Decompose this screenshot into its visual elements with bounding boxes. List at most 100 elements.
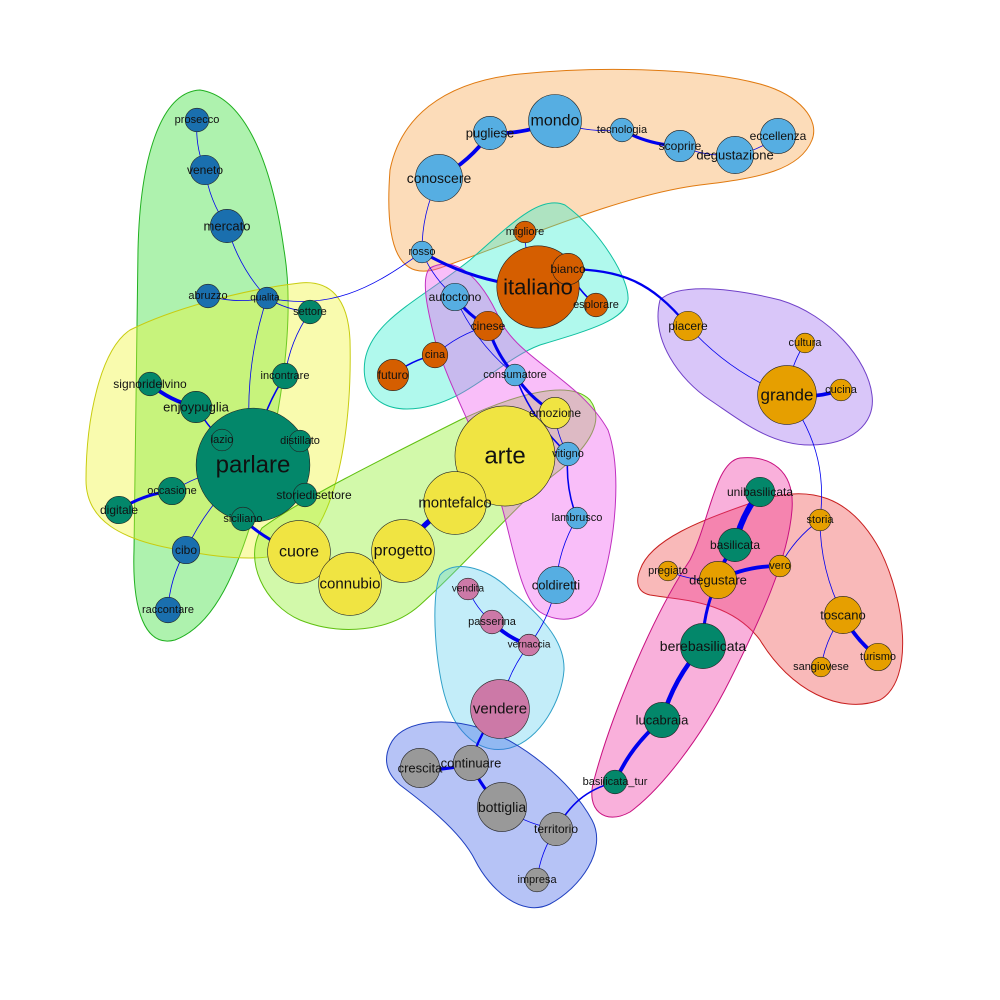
node-tecnologia[interactable]	[609, 117, 635, 143]
node-futuro[interactable]	[376, 358, 410, 392]
node-conoscere[interactable]	[415, 154, 463, 202]
node-cinese[interactable]	[472, 310, 504, 342]
node-label-turismo: turismo	[860, 651, 896, 663]
node-rosso[interactable]	[410, 240, 434, 264]
node-progetto[interactable]	[371, 519, 435, 583]
node-arte[interactable]	[454, 405, 556, 507]
node-coldiretti[interactable]	[537, 566, 575, 604]
node-digitale[interactable]	[104, 495, 134, 525]
node-piacere[interactable]	[672, 310, 704, 342]
node-signoridelvino[interactable]	[137, 371, 163, 397]
node-vero[interactable]	[768, 554, 792, 578]
node-storiedisettore[interactable]	[292, 482, 318, 508]
node-turismo[interactable]	[863, 642, 893, 672]
node-mercato[interactable]	[210, 209, 245, 244]
node-unibasilicata[interactable]	[744, 476, 776, 508]
node-territorio[interactable]	[538, 811, 573, 846]
edge-bianco-piacere	[566, 267, 690, 328]
node-label-cultura: cultura	[788, 337, 822, 349]
node-passerina[interactable]	[479, 609, 505, 635]
node-toscano[interactable]	[824, 596, 862, 634]
node-occasione[interactable]	[157, 476, 187, 506]
node-settore[interactable]	[297, 299, 323, 325]
node-siciliano[interactable]	[230, 506, 256, 532]
node-montefalco[interactable]	[423, 471, 487, 535]
node-emozione[interactable]	[538, 396, 572, 430]
node-label-lazio: lazio	[211, 434, 234, 446]
node-cucina[interactable]	[829, 378, 853, 402]
node-veneto[interactable]	[189, 154, 221, 186]
node-label-vitigno: vitigno	[552, 448, 584, 460]
node-label-vendita: vendita	[452, 584, 485, 595]
node-cibo[interactable]	[171, 535, 201, 565]
node-label-migliore: migliore	[506, 226, 545, 238]
node-connubio[interactable]	[318, 552, 382, 616]
node-enjoypuglia[interactable]	[179, 390, 213, 424]
node-qualita[interactable]	[255, 286, 279, 310]
cluster-hull-vendere	[434, 566, 565, 750]
node-berebasilicata[interactable]	[680, 623, 726, 669]
node-label-berebasilicata: berebasilicata	[660, 638, 747, 654]
node-label-settore: settore	[293, 306, 327, 318]
node-vitigno[interactable]	[555, 441, 581, 467]
node-label-eccellenza: eccellenza	[750, 129, 807, 143]
node-raccontare[interactable]	[154, 596, 182, 624]
node-label-abruzzo: abruzzo	[188, 290, 227, 302]
node-degustare[interactable]	[699, 561, 737, 599]
node-label-distillato: distillato	[280, 435, 320, 447]
node-lucabraia[interactable]	[644, 702, 680, 738]
node-label-esplorare: esplorare	[573, 299, 619, 311]
node-eccellenza[interactable]	[760, 118, 796, 154]
node-label-vero: vero	[769, 560, 790, 572]
node-consumatore[interactable]	[503, 363, 527, 387]
node-cina[interactable]	[421, 341, 449, 369]
node-label-mercato: mercato	[204, 219, 251, 234]
node-label-futuro: futuro	[378, 368, 409, 382]
node-lazio[interactable]	[210, 428, 234, 452]
node-label-unibasilicata: unibasilicata	[727, 485, 793, 499]
node-label-toscano: toscano	[820, 608, 866, 623]
node-abruzzo[interactable]	[195, 283, 221, 309]
node-impresa[interactable]	[524, 867, 550, 893]
node-pugliese[interactable]	[472, 116, 507, 151]
node-migliore[interactable]	[513, 220, 537, 244]
node-distillato[interactable]	[288, 429, 312, 453]
node-vendita[interactable]	[456, 577, 480, 601]
node-vernaccia[interactable]	[517, 633, 541, 657]
node-bottiglia[interactable]	[477, 782, 527, 832]
node-pregiato[interactable]	[657, 560, 679, 582]
node-label-passerina: passerina	[468, 616, 517, 628]
node-bianco[interactable]	[551, 252, 585, 286]
node-cuore[interactable]	[267, 520, 331, 584]
edge-qualita-rosso	[266, 251, 423, 302]
node-vendere[interactable]	[470, 679, 530, 739]
node-label-occasione: occasione	[147, 485, 197, 497]
node-scoprire[interactable]	[663, 129, 697, 163]
node-basilicata[interactable]	[717, 527, 752, 562]
node-label-impresa: impresa	[517, 874, 557, 886]
node-esplorare[interactable]	[583, 292, 609, 318]
node-basilicata_tur[interactable]	[602, 769, 628, 795]
node-grande[interactable]	[757, 365, 817, 425]
node-label-crescita: crescita	[398, 761, 444, 776]
node-mondo[interactable]	[528, 94, 582, 148]
node-incontrare[interactable]	[271, 362, 299, 390]
node-degustazione[interactable]	[716, 136, 754, 174]
node-label-cuore: cuore	[279, 544, 319, 561]
node-label-degustare: degustare	[689, 573, 747, 588]
node-label-cinese: cinese	[471, 319, 506, 333]
node-sangiovese[interactable]	[810, 656, 832, 678]
node-continuare[interactable]	[453, 745, 489, 781]
node-label-territorio: territorio	[534, 822, 578, 836]
node-autoctono[interactable]	[440, 282, 470, 312]
node-label-conoscere: conoscere	[407, 170, 472, 186]
node-cultura[interactable]	[794, 332, 816, 354]
node-label-cucina: cucina	[825, 384, 858, 396]
node-storia[interactable]	[808, 508, 832, 532]
node-label-bianco: bianco	[550, 262, 586, 276]
node-crescita[interactable]	[400, 748, 440, 788]
node-prosecco[interactable]	[184, 107, 210, 133]
node-lambrusco[interactable]	[565, 506, 589, 530]
